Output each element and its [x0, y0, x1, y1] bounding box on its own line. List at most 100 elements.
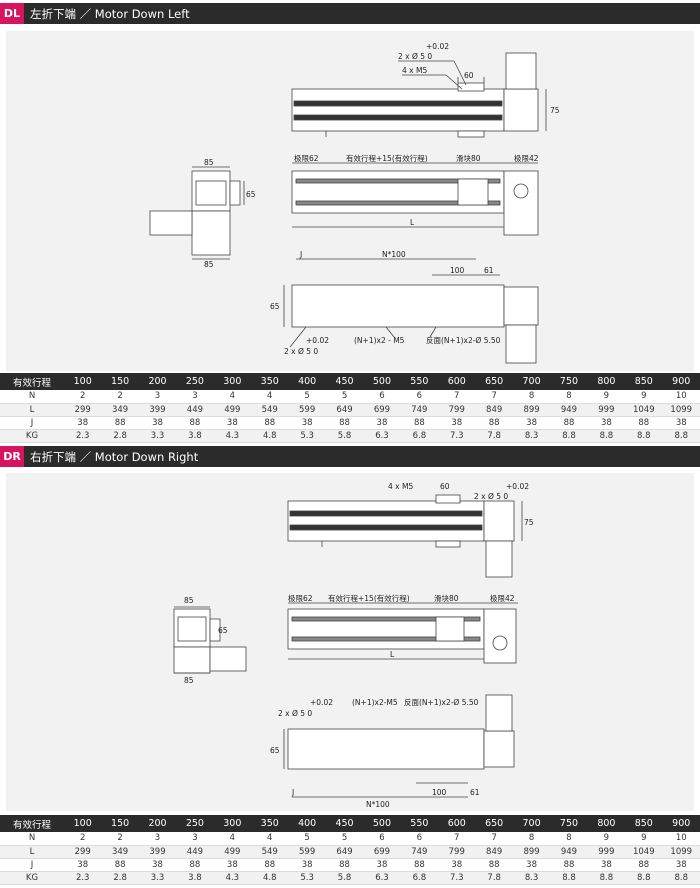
table-header-cell: 250 — [176, 373, 214, 390]
table-cell: 2.8 — [101, 871, 139, 885]
table-cell: 999 — [587, 845, 626, 859]
table-cell: 6.3 — [363, 429, 401, 443]
table-cell: N — [0, 390, 64, 404]
table-cell: 88 — [550, 858, 588, 872]
table-cell: 88 — [475, 858, 513, 872]
table-cell: 88 — [625, 416, 663, 430]
table-cell: J — [0, 858, 64, 872]
table-cell: 2 — [101, 390, 139, 404]
table-cell: 299 — [64, 845, 102, 859]
table-cell: 8.8 — [550, 429, 588, 443]
table-cell: 499 — [213, 403, 252, 417]
table-cell: 6 — [363, 832, 401, 846]
table-cell: 5.3 — [288, 429, 326, 443]
table-cell: 38 — [662, 416, 700, 430]
table-cell: 2.3 — [64, 871, 102, 885]
table-cell: 4 — [251, 390, 289, 404]
table-cell: 649 — [325, 403, 364, 417]
table-cell: 1049 — [625, 845, 663, 859]
table-header-cell: 850 — [625, 815, 663, 832]
table-cell: 6 — [400, 390, 439, 404]
drawing-dr: 4 x M5 60 +0.02 2 x Ø 5 0 75 85 65 85 极限… — [173, 482, 534, 809]
table-cell: 88 — [400, 858, 439, 872]
table-cell: 3 — [176, 832, 214, 846]
section-header-dl: DL 左折下端 ／ Motor Down Left — [0, 3, 700, 24]
table-cell: 6.3 — [363, 871, 401, 885]
dim-top-hole: 2 x Ø 5 0 — [398, 52, 432, 61]
table-header-cell: 700 — [512, 373, 551, 390]
table-cell: 1099 — [662, 403, 700, 417]
table-cell: 4 — [213, 390, 252, 404]
table-cell: 4.3 — [213, 429, 252, 443]
table-cell: 88 — [176, 858, 214, 872]
dim-top-hole: 2 x Ø 5 0 — [474, 492, 508, 501]
table-cell: 38 — [438, 858, 476, 872]
dim-L: L — [410, 218, 415, 227]
dim-b100: 100 — [432, 788, 447, 797]
section-tag: DR — [0, 446, 24, 467]
table-cell: 88 — [251, 416, 289, 430]
table-header-cell: 650 — [475, 373, 513, 390]
table-cell: 9 — [625, 390, 663, 404]
table-cell: 499 — [213, 845, 252, 859]
table-cell: 799 — [438, 403, 476, 417]
table-cell: 8 — [512, 390, 551, 404]
dim-top-75: 75 — [550, 106, 560, 115]
dim-top-m5: 4 x M5 — [402, 66, 427, 75]
dim-stroke: 有效行程+15(有效行程) — [328, 593, 410, 603]
table-cell: 2 — [64, 832, 102, 846]
table-cell: 949 — [550, 845, 588, 859]
dim-top-60: 60 — [464, 71, 474, 80]
table-cell: 6.8 — [400, 871, 439, 885]
table-header-cell: 750 — [550, 815, 588, 832]
table-cell: 10 — [662, 832, 700, 846]
table-cell: N — [0, 832, 64, 846]
table-cell: 3 — [138, 390, 177, 404]
table-cell: 849 — [475, 845, 513, 859]
table-cell: 3.8 — [176, 871, 214, 885]
table-cell: 3.3 — [138, 871, 177, 885]
table-cell: 38 — [363, 416, 401, 430]
table-cell: 38 — [288, 858, 326, 872]
table-header-cell: 650 — [475, 815, 513, 832]
dim-b65: 65 — [270, 302, 280, 311]
table-header-cell: 450 — [325, 815, 364, 832]
table-header-cell: 有效行程 — [0, 815, 64, 832]
table-cell: 38 — [213, 858, 252, 872]
table-cell: 5 — [288, 390, 326, 404]
table-header-cell: 600 — [438, 815, 476, 832]
table-cell: 299 — [64, 403, 102, 417]
table-cell: 349 — [101, 845, 139, 859]
table-cell: KG — [0, 429, 64, 443]
table-cell: 6 — [400, 832, 439, 846]
table-cell: 38 — [213, 416, 252, 430]
table-cell: 8 — [512, 832, 551, 846]
table-header-cell: 750 — [550, 373, 588, 390]
table-header-cell: 150 — [101, 373, 139, 390]
dim-bback: 反面(N+1)x2-Ø 5.50 — [404, 697, 479, 707]
table-header-cell: 400 — [288, 373, 326, 390]
dim-top-tol: +0.02 — [506, 482, 529, 491]
dim-J: J — [291, 788, 294, 797]
dim-top-m5: 4 x M5 — [388, 482, 413, 491]
table-cell: 3.8 — [176, 429, 214, 443]
table-header-cell: 450 — [325, 373, 364, 390]
section-tag: DL — [0, 3, 24, 24]
table-cell: 38 — [288, 416, 326, 430]
dim-btol: +0.02 — [310, 698, 333, 707]
table-cell: 7 — [475, 390, 513, 404]
dim-slider80: 滑块80 — [434, 593, 459, 603]
table-cell: 449 — [176, 845, 214, 859]
table-cell: 649 — [325, 845, 364, 859]
table-cell: 88 — [101, 858, 139, 872]
table-cell: 949 — [550, 403, 588, 417]
table-cell: 9 — [587, 390, 626, 404]
table-cell: 88 — [625, 858, 663, 872]
dim-bhole: 2 x Ø 5 0 — [278, 709, 312, 718]
table-cell: 749 — [400, 845, 439, 859]
table-header-cell: 400 — [288, 815, 326, 832]
